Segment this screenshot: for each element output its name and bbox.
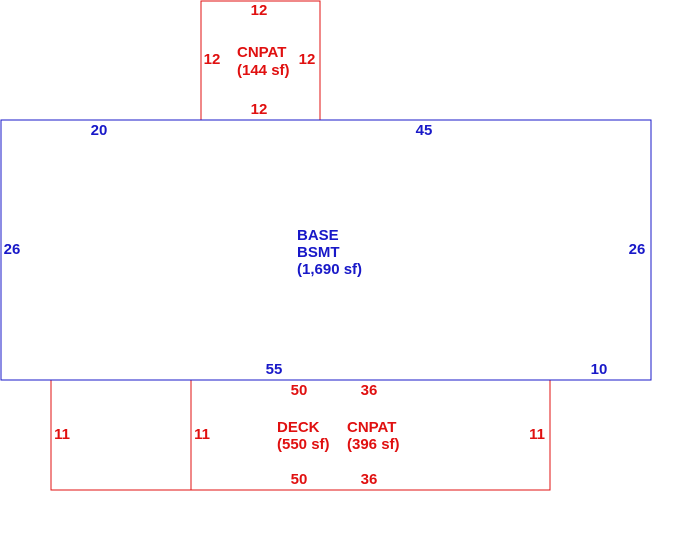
top-canopy-dim-right: 12 (299, 51, 316, 68)
base-name-line1: BASE (297, 227, 339, 244)
bottom-canopy-area: (396 sf) (347, 436, 400, 453)
top-canopy-area: (144 sf) (237, 62, 290, 79)
top-canopy-dim-top: 12 (251, 2, 268, 19)
bottom-canopy-name: CNPAT (347, 419, 396, 436)
deck-name: DECK (277, 419, 320, 436)
bottom-dim-right: 11 (529, 426, 545, 443)
base-dim-right: 26 (629, 241, 646, 258)
top-canopy-dim-left: 12 (204, 51, 221, 68)
bottom-dim-outer-left: 11 (54, 426, 70, 443)
bottom-dim-inner-left: 11 (194, 426, 210, 443)
deck-dim-bottom: 50 (291, 471, 308, 488)
base-dim-top-right: 45 (416, 122, 433, 139)
base-dim-bottom-right: 10 (591, 361, 608, 378)
base-outline (0, 119, 652, 381)
deck-area: (550 sf) (277, 436, 330, 453)
bottom-canopy-dim-bottom: 36 (361, 471, 378, 488)
base-dim-left: 26 (4, 241, 21, 258)
top-canopy-name: CNPAT (237, 44, 286, 61)
base-area: (1,690 sf) (297, 261, 362, 278)
base-dim-bottom-mid: 55 (266, 361, 283, 378)
top-canopy-dim-bottom: 12 (251, 101, 268, 118)
base-dim-top-left: 20 (91, 122, 108, 139)
bottom-canopy-dim-top: 36 (361, 382, 378, 399)
deck-dim-top: 50 (291, 382, 308, 399)
base-name-line2: BSMT (297, 244, 340, 261)
